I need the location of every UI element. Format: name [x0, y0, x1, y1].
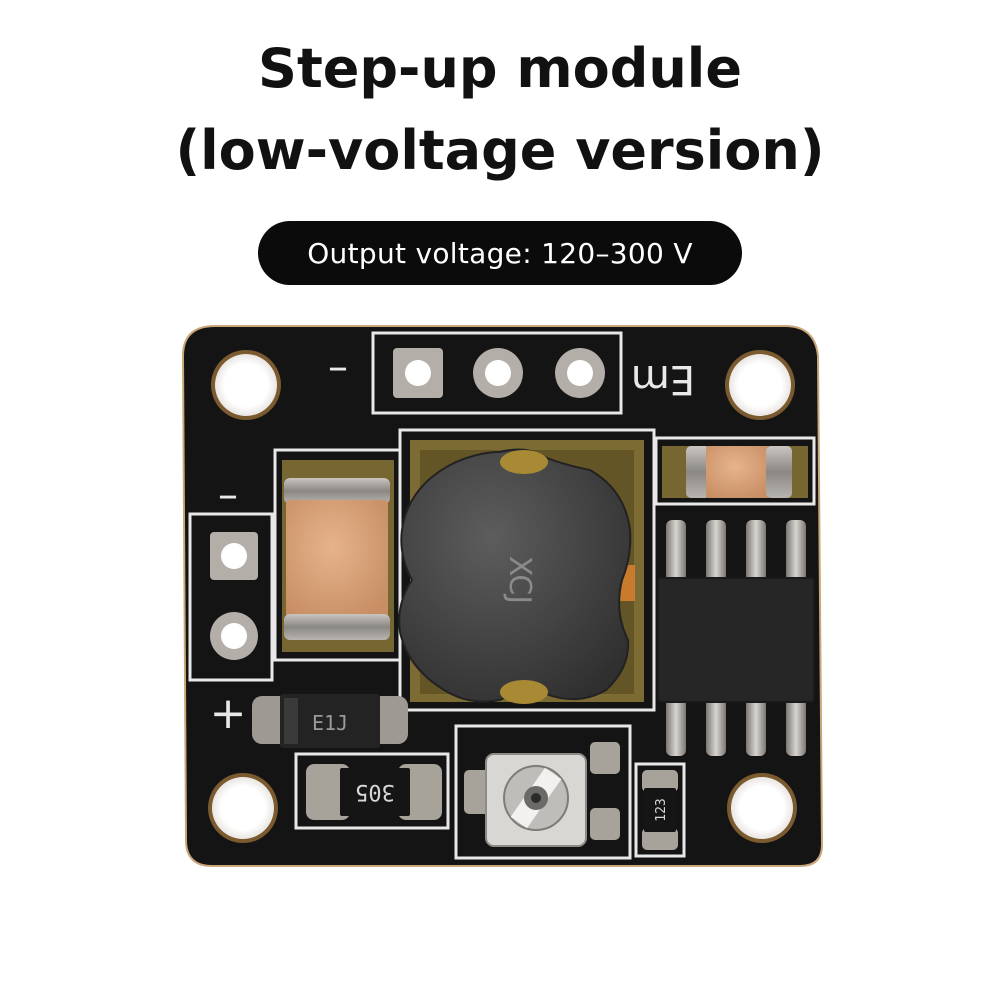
- header-pad-right: [555, 348, 605, 398]
- diode-code-label: E1J: [312, 711, 348, 735]
- header-pad-middle: [473, 348, 523, 398]
- title-line-2: (low-voltage version): [175, 119, 825, 182]
- header-em-label: Em: [631, 356, 695, 402]
- small-capacitor-outline: [654, 436, 816, 506]
- inductor-marking: XCJ: [502, 556, 537, 604]
- mounting-hole-top-left: [211, 350, 281, 420]
- header-outline: [371, 331, 623, 415]
- boost-controller-ic: [657, 520, 815, 756]
- input-pad-negative: [210, 532, 258, 580]
- diode-e1j: E1J: [252, 694, 408, 748]
- ceramic-capacitor-small: [686, 446, 792, 498]
- title-line-1: Step-up module: [258, 37, 742, 100]
- input-pad-positive: [210, 612, 258, 660]
- ceramic-capacitor-large: [284, 478, 390, 640]
- step-up-module-photo: – Em – + XCJ: [181, 325, 824, 867]
- resistor-123-outline: [634, 762, 686, 858]
- resistor-305-label: 305: [355, 779, 395, 804]
- mounting-hole-bottom-right: [727, 773, 797, 843]
- resistor-305: 305: [306, 764, 442, 820]
- header-minus-label: –: [328, 344, 348, 390]
- input-plus-label: +: [210, 688, 247, 739]
- mounting-hole-top-right: [725, 350, 795, 420]
- resistor-305-outline: [294, 752, 450, 830]
- capacitor-outline: [273, 448, 402, 662]
- resistor-123: 123: [642, 770, 678, 850]
- trimmer-potentiometer: [464, 742, 620, 847]
- resistor-123-label: 123: [654, 798, 669, 821]
- input-outline: [188, 512, 274, 682]
- input-minus-label: –: [218, 472, 238, 518]
- header-pad-square: [393, 348, 443, 398]
- mounting-hole-bottom-left: [208, 773, 278, 843]
- power-inductor: XCJ: [398, 448, 635, 704]
- output-voltage-badge: Output voltage: 120–300 V: [258, 221, 742, 285]
- trimmer-outline: [454, 724, 632, 860]
